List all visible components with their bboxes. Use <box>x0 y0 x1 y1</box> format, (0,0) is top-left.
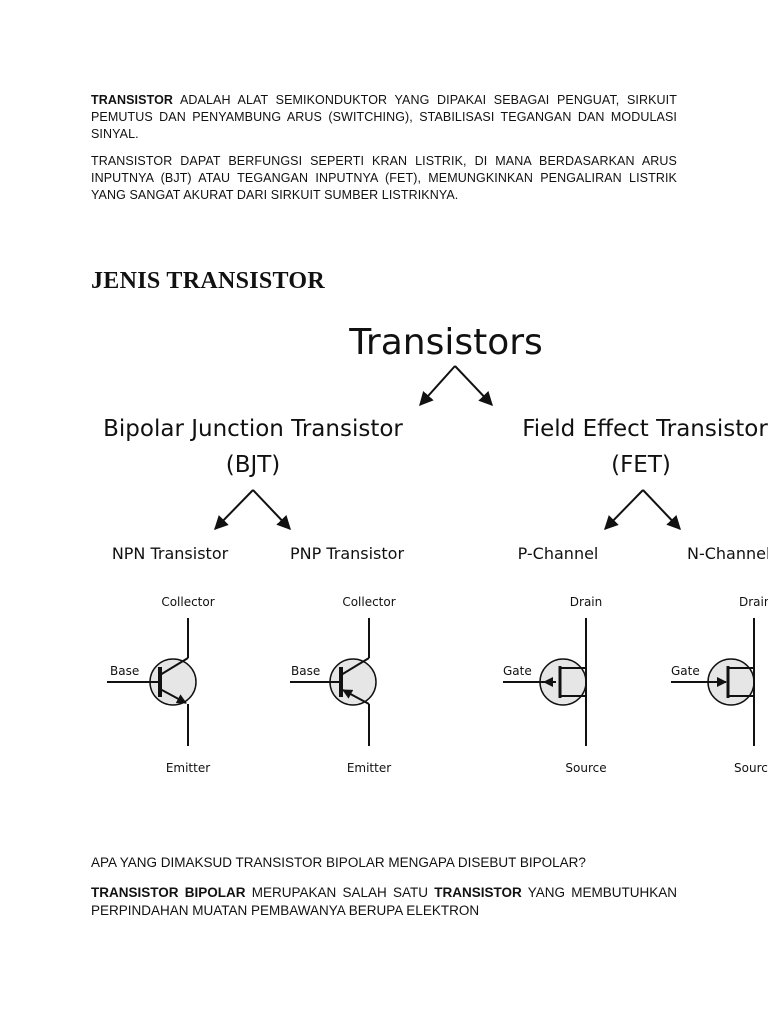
root-branch-arrows <box>419 365 493 407</box>
answer-text-1: MERUPAKAN SALAH SATU <box>245 885 435 900</box>
bjt-label-line1: Bipolar Junction Transistor <box>103 416 403 442</box>
term-transistor-bipolar: TRANSISTOR BIPOLAR <box>91 885 246 900</box>
question-line: APA YANG DIMAKSUD TRANSISTOR BIPOLAR MEN… <box>91 855 586 870</box>
nchannel-symbol <box>671 618 755 746</box>
nchannel-drain-label: Drain <box>739 595 768 609</box>
section-heading: JENIS TRANSISTOR <box>91 268 326 294</box>
fet-branch-arrows <box>604 489 681 531</box>
pnp-base-label: Base <box>291 664 320 678</box>
intro-paragraph-2: TRANSISTOR DAPAT BERFUNGSI SEPERTI KRAN … <box>91 154 677 202</box>
term-transistor: TRANSISTOR <box>91 93 174 107</box>
answer-text-2: YANG MEMBUTUHKAN PERPINDAHAN MUATAN PEMB… <box>91 885 677 918</box>
root-label: Transistors <box>348 322 543 363</box>
intro-paragraph-1-text: ADALAH ALAT SEMIKONDUKTOR YANG DIPAKAI S… <box>91 93 677 141</box>
pnp-symbol <box>290 618 377 746</box>
nchannel-gate-label: Gate <box>671 664 700 678</box>
nchannel-title: N-Channel <box>687 544 768 563</box>
pchannel-title: P-Channel <box>518 544 599 563</box>
bjt-branch-arrows <box>214 489 291 531</box>
pchannel-source-label: Source <box>565 761 606 775</box>
transistor-types-diagram: Transistors Bipolar Junction Transistor … <box>103 322 768 775</box>
nchannel-source-label: Source <box>734 761 768 775</box>
fet-label-line1: Field Effect Transistor <box>522 416 768 442</box>
npn-base-label: Base <box>110 664 139 678</box>
pnp-collector-label: Collector <box>342 595 395 609</box>
pnp-title: PNP Transistor <box>290 544 404 563</box>
fet-label-line2: (FET) <box>611 452 671 478</box>
bjt-label-line2: (BJT) <box>226 452 281 478</box>
npn-symbol <box>107 618 197 746</box>
pchannel-drain-label: Drain <box>570 595 602 609</box>
pchannel-symbol <box>503 618 587 746</box>
pchannel-gate-label: Gate <box>503 664 532 678</box>
npn-collector-label: Collector <box>161 595 214 609</box>
answer-paragraph: TRANSISTOR BIPOLAR MERUPAKAN SALAH SATU … <box>91 884 677 920</box>
term-transistor-2: TRANSISTOR <box>434 885 522 900</box>
npn-emitter-label: Emitter <box>166 761 210 775</box>
pnp-emitter-label: Emitter <box>347 761 391 775</box>
intro-paragraph-1: TRANSISTOR ADALAH ALAT SEMIKONDUKTOR YAN… <box>91 92 677 143</box>
npn-title: NPN Transistor <box>112 544 229 563</box>
